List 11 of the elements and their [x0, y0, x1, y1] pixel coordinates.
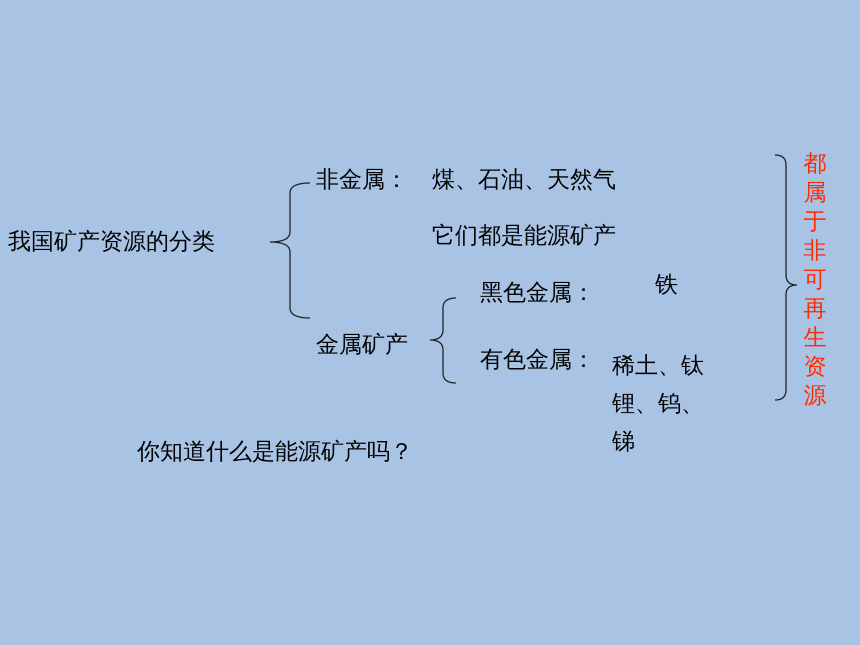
label-text: 铁 [655, 271, 678, 300]
label-text: 黑色金属： [480, 279, 595, 308]
label-text: 你知道什么是能源矿产吗？ [137, 438, 413, 467]
vertical-note: 都属于非可再生资源 [802, 150, 828, 411]
label-text: 有色金属： [480, 346, 595, 375]
label-text: 煤、石油、天然气 [432, 166, 616, 195]
label-text: 它们都是能源矿产 [432, 222, 616, 251]
label-text: 稀土、钛锂、钨、锑 [612, 352, 705, 457]
label-text: 我国矿产资源的分类 [8, 228, 215, 257]
label-text: 金属矿产 [316, 331, 408, 360]
label-text: 非金属： [316, 166, 408, 195]
